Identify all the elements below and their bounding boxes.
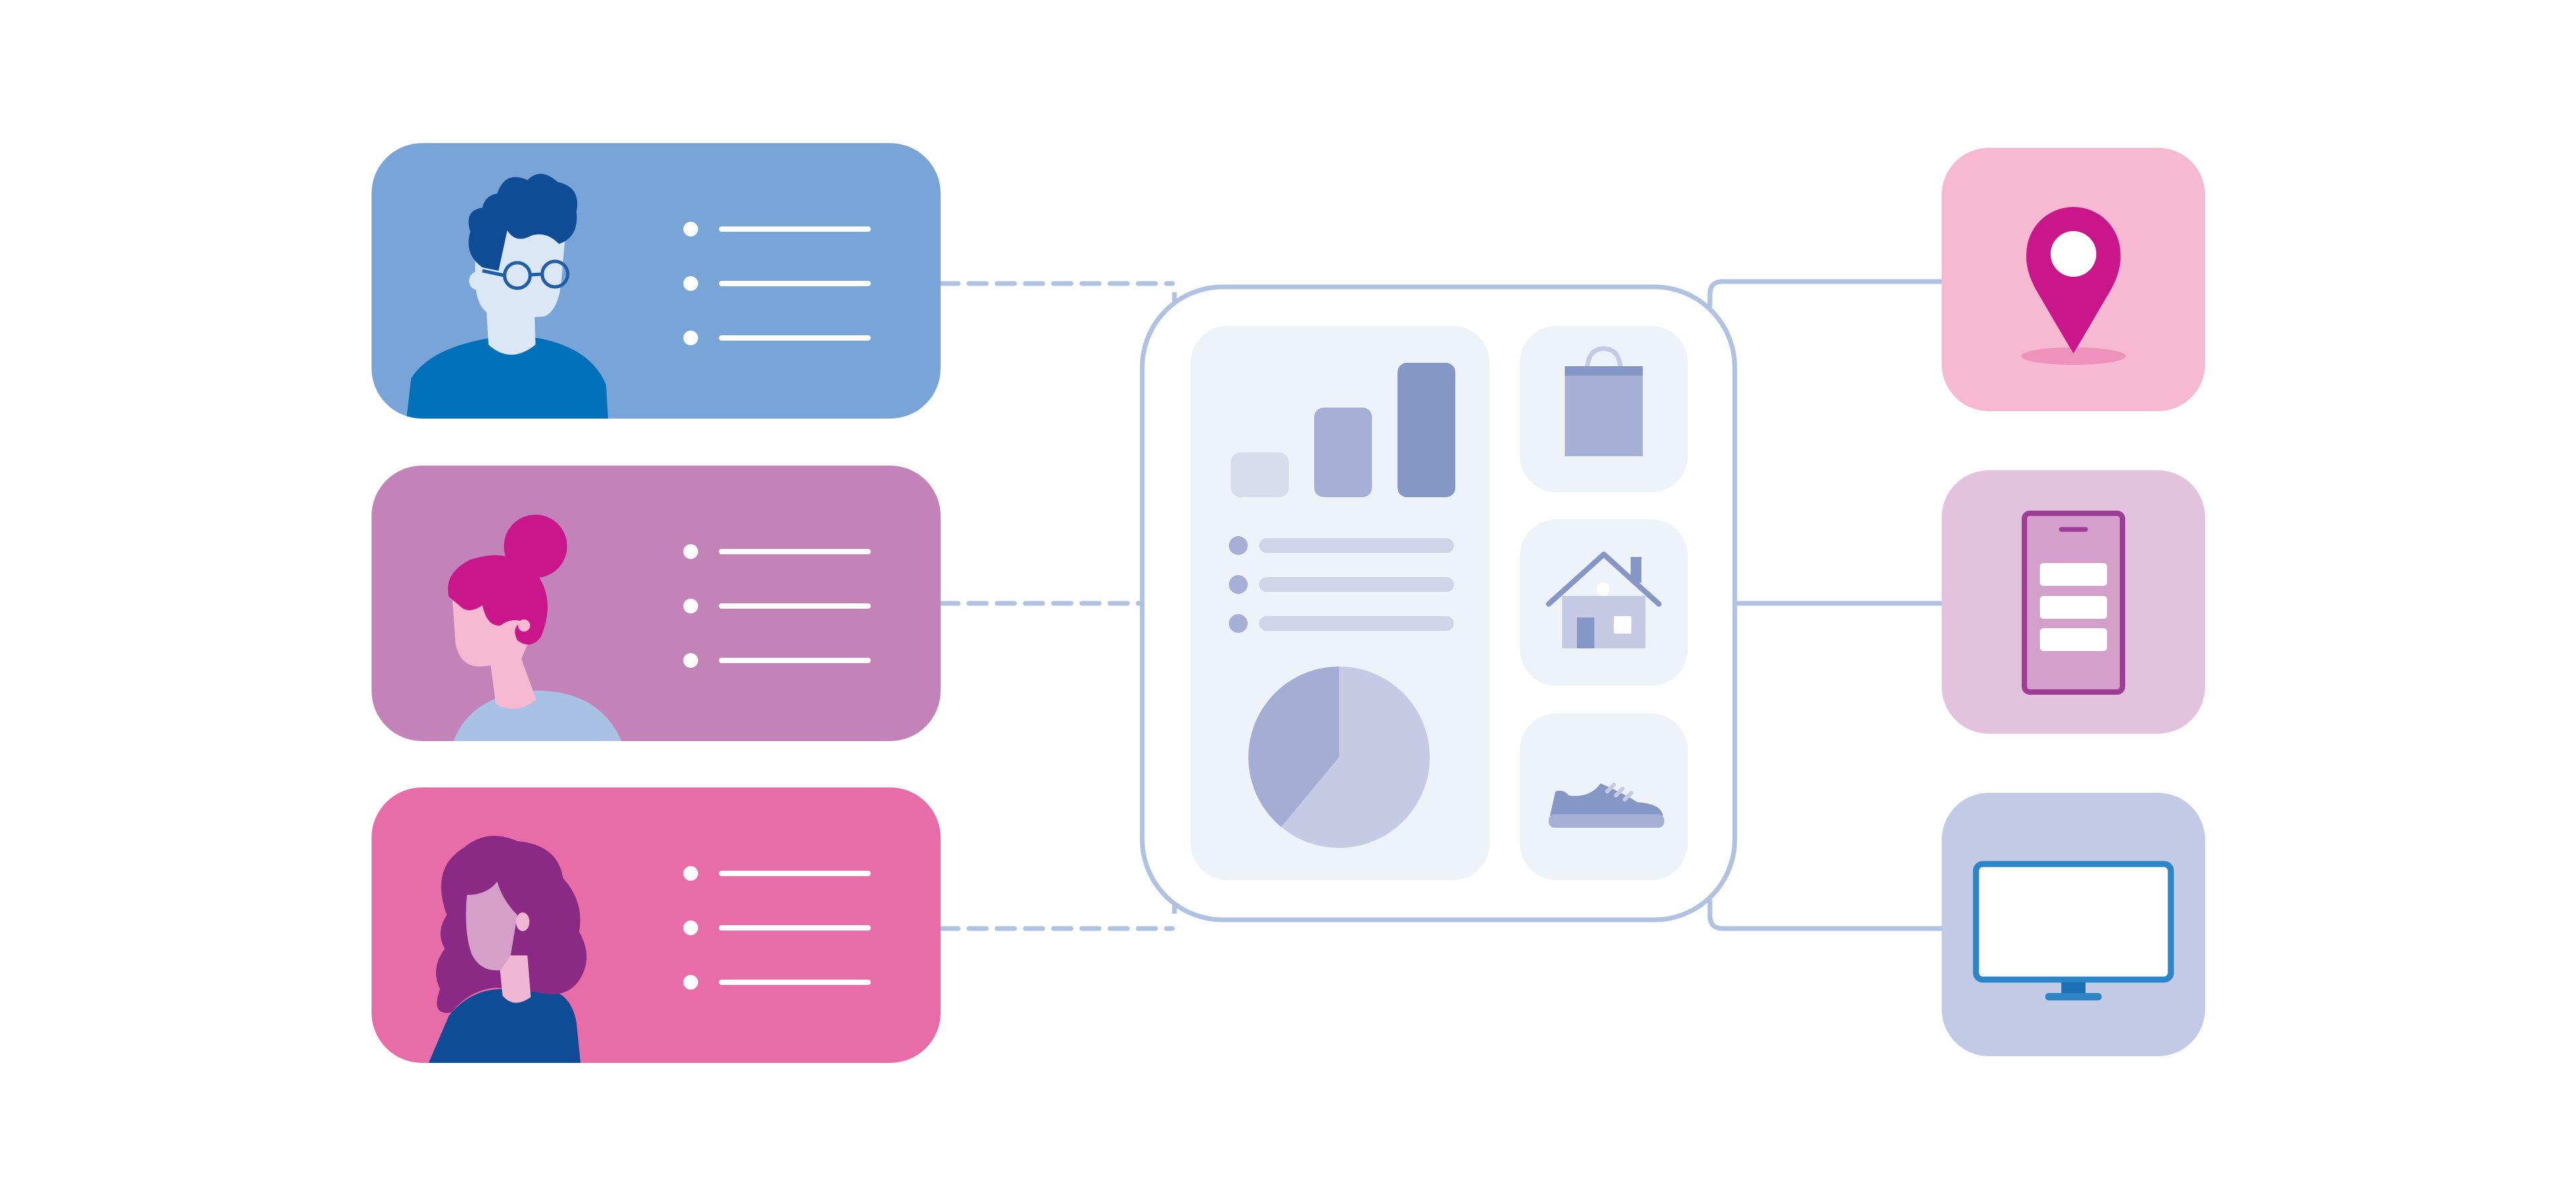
ear bbox=[516, 912, 529, 931]
category-tile-3 bbox=[1520, 714, 1688, 880]
house-chimney bbox=[1631, 557, 1641, 583]
category-tile-1 bbox=[1520, 326, 1688, 492]
profile-card-avatar-clip bbox=[429, 836, 587, 1063]
pie-slice-1 bbox=[1248, 666, 1339, 828]
bullet-dot bbox=[683, 276, 698, 291]
sneaker-sole bbox=[1549, 814, 1664, 828]
channel-tile-1 bbox=[1942, 148, 2205, 411]
bullet-dot bbox=[683, 222, 698, 236]
chart-bar-2 bbox=[1314, 407, 1372, 497]
house-wall bbox=[1562, 596, 1645, 648]
pin-hole bbox=[2051, 231, 2096, 277]
chart-bar-3 bbox=[1398, 363, 1455, 497]
curly-hair bbox=[468, 173, 578, 271]
face bbox=[466, 882, 517, 971]
list-dot bbox=[1229, 575, 1248, 594]
location-pin-icon bbox=[2021, 207, 2126, 365]
bullet-list bbox=[683, 222, 871, 345]
bag-top bbox=[1565, 366, 1643, 376]
ear bbox=[469, 271, 488, 290]
monitor-neck bbox=[2061, 982, 2086, 996]
chart-bar-1 bbox=[1231, 452, 1289, 497]
smartphone-icon bbox=[2022, 511, 2125, 695]
bullet-dot bbox=[683, 866, 698, 881]
connector-lines bbox=[938, 279, 1944, 931]
personalization-hub bbox=[1140, 284, 1737, 922]
connector-monitor bbox=[1707, 898, 1944, 931]
pin-body bbox=[2026, 207, 2121, 353]
pin-shadow bbox=[2021, 347, 2126, 365]
bag-body bbox=[1565, 370, 1643, 456]
monitor-base bbox=[2045, 993, 2102, 1000]
profile-card-1 bbox=[372, 143, 941, 419]
monitor-icon bbox=[1973, 861, 2174, 1000]
bullet-dot bbox=[683, 975, 698, 990]
channel-tile-2 bbox=[1942, 470, 2205, 734]
phone-row-1 bbox=[2040, 563, 2107, 586]
profile-card-3 bbox=[372, 787, 941, 1063]
monitor-screen bbox=[1973, 861, 2174, 983]
woman-with-bun-avatar bbox=[447, 515, 621, 741]
neck bbox=[499, 955, 531, 1003]
sneaker-icon bbox=[1549, 783, 1664, 828]
list-dot bbox=[1229, 536, 1248, 555]
phone-row-2 bbox=[2040, 596, 2107, 619]
glasses-arm bbox=[482, 269, 505, 277]
pie-slice-2 bbox=[1281, 666, 1430, 848]
profile-card-avatar-clip bbox=[447, 515, 621, 741]
connector-location bbox=[1707, 279, 1944, 308]
hub-list bbox=[1229, 536, 1454, 633]
shopping-bag-icon bbox=[1565, 346, 1643, 456]
category-tile-2 bbox=[1520, 519, 1688, 686]
bullet-dot bbox=[683, 544, 698, 559]
channel-tile-3 bbox=[1942, 793, 2205, 1056]
bullet-list bbox=[683, 544, 871, 668]
shirt bbox=[454, 690, 621, 741]
bar-chart bbox=[1231, 363, 1455, 497]
profile-card-2 bbox=[372, 466, 941, 741]
bag-handle bbox=[1584, 346, 1623, 373]
bullet-dot bbox=[683, 599, 698, 613]
bullet-dot bbox=[683, 331, 698, 345]
house-icon bbox=[1546, 552, 1662, 648]
house-roof bbox=[1546, 552, 1662, 607]
shirt bbox=[429, 989, 581, 1063]
house-window bbox=[1614, 616, 1631, 634]
bullet-list bbox=[683, 866, 871, 990]
man-with-glasses-avatar bbox=[406, 173, 608, 419]
neck bbox=[489, 654, 536, 710]
list-dot bbox=[1229, 614, 1248, 633]
ear bbox=[518, 619, 530, 632]
profile-card-avatar-clip bbox=[406, 173, 608, 419]
house-door bbox=[1577, 617, 1594, 648]
pie-chart bbox=[1248, 666, 1430, 848]
bullet-dot bbox=[683, 653, 698, 668]
glasses-bridge bbox=[529, 272, 543, 277]
phone-row-3 bbox=[2040, 628, 2107, 651]
sneaker-upper bbox=[1550, 783, 1663, 816]
shirt bbox=[406, 338, 608, 419]
house-attic-window bbox=[1597, 583, 1609, 596]
sneaker-laces bbox=[1605, 783, 1633, 802]
woman-with-curly-hair-avatar bbox=[429, 836, 587, 1063]
bullet-dot bbox=[683, 920, 698, 935]
